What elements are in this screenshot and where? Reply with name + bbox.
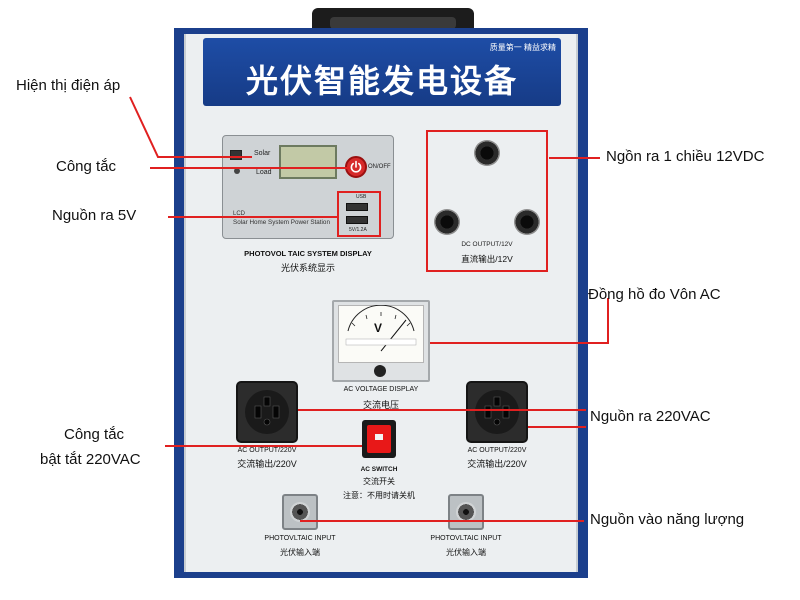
annotation-usb-5v: Nguồn ra 5V [52,207,137,224]
annotation-switch: Công tắc [56,158,117,175]
dc-socket-1[interactable] [474,140,500,166]
leader-voltage-display [129,96,252,158]
annotation-ac-switch-line1: Công tắc [64,426,125,443]
banner-title: 光伏智能发电设备 [245,62,518,100]
dc-socket-2[interactable] [434,209,460,235]
power-icon [350,160,362,173]
pv-display-label-cn: 光伏系统显示 [280,263,335,273]
station-label: Solar Home System Power Station [233,219,330,226]
leader-voltmeter [430,298,609,344]
handle-grip [330,17,456,29]
usb-port-1[interactable] [346,203,368,211]
voltage-lcd-screen [279,145,337,179]
banner-slogan: 质量第一 精益求精 [489,43,556,52]
usb-port-2[interactable] [346,216,368,224]
solar-indicator-icon [230,150,242,160]
annotation-ac-switch-line2: bật tắt 220VAC [40,451,141,468]
onoff-label: ON/OFF [368,164,391,170]
pv-input-right-label-en: PHOTOVLTAIC INPUT [430,535,502,542]
ac-voltage-label-cn: 交流电压 [362,400,399,410]
ac-output-left-label-en: AC OUTPUT/220V [237,447,297,454]
load-indicator-icon [234,168,240,174]
usb-highlight-box [337,191,381,237]
ac-voltage-label-en: AC VOLTAGE DISPLAY [343,386,419,393]
ac-switch-label-cn: 交流开关 [363,477,395,486]
ac-switch-label-en: AC SWITCH [360,466,398,473]
dc-socket-3[interactable] [514,209,540,235]
usb-rating-label: 5V/1.2A [349,227,367,233]
annotation-energy-input: Nguồn vào năng lượng [590,511,745,528]
ac-output-right-label-en: AC OUTPUT/220V [467,447,527,454]
ac-outlet-right[interactable] [466,381,528,443]
title-banner [203,38,561,106]
outlet-socket-icon [475,390,519,434]
ac-output-right-label-cn: 交流输出/220V [467,459,527,469]
annotation-dc-12v: Ngồn ra 1 chiều 12VDC [606,148,765,165]
pv-input-connector-right[interactable] [448,494,484,530]
dc-output-highlight-box [426,130,548,272]
connector-icon [456,502,476,522]
pv-input-right-label-cn: 光伏输入端 [446,548,486,557]
pv-display-label-en: PHOTOVOL TAIC SYSTEM DISPLAY [244,249,372,258]
usb-label: USB [356,194,367,200]
load-label: Load [256,169,272,176]
pv-input-left-label-cn: 光伏输入端 [280,548,320,557]
pv-input-connector-left[interactable] [282,494,318,530]
connector-icon [290,502,310,522]
ac-switch-note: 注意：不用时请关机 [343,491,415,500]
pv-input-left-label-en: PHOTOVLTAIC INPUT [264,535,336,542]
annotation-ac-220v: Nguồn ra 220VAC [590,408,711,425]
dc-output-label-en: DC OUTPUT/12V [461,241,513,248]
ac-outlet-left[interactable] [236,381,298,443]
dc-output-label-cn: 直流输出/12V [461,254,513,264]
lcd-label: LCD [233,211,246,217]
voltmeter-scale-icon [345,305,417,352]
outlet-socket-icon [245,390,289,434]
ac-output-left-label-cn: 交流输出/220V [237,459,297,469]
annotation-ac-voltmeter: Đồng hồ đo Vôn AC [588,286,721,303]
annotation-voltage-display: Hiện thị điện áp [16,77,121,94]
voltmeter-adjust-screw [374,365,386,377]
switch-mark-icon [375,434,383,440]
power-button[interactable] [345,156,367,178]
solar-label: Solar [254,150,271,157]
voltmeter-unit: V [374,321,383,335]
